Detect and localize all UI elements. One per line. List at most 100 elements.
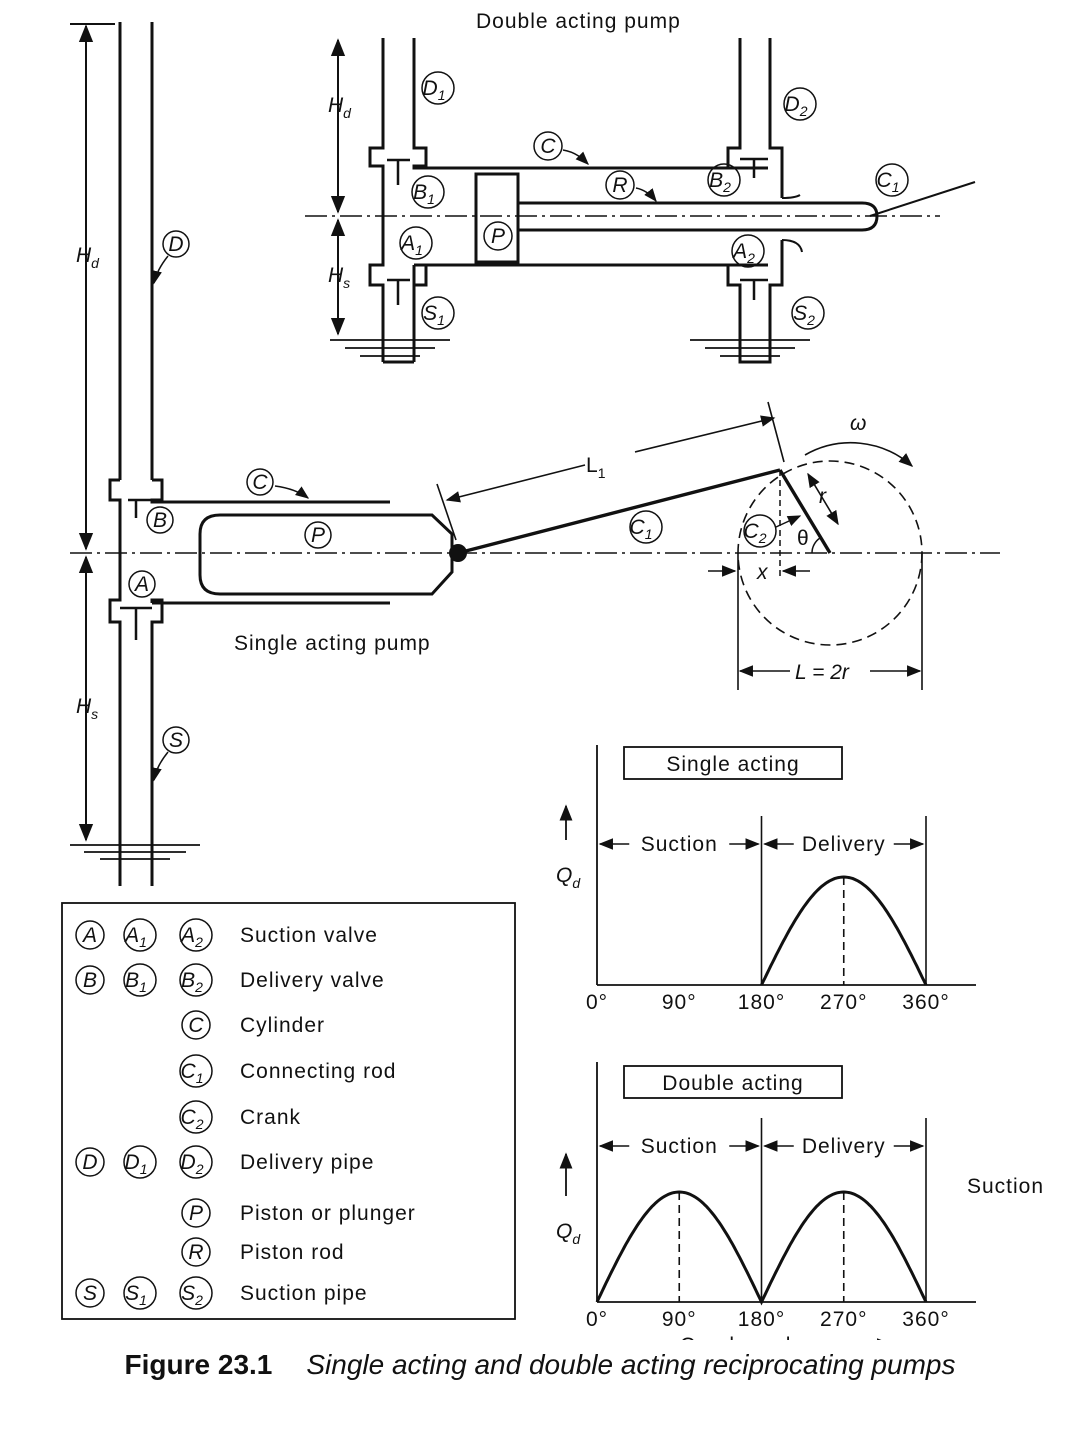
svg-text:C1: C1 xyxy=(181,1060,204,1086)
legend-symbol: A1 xyxy=(123,918,157,952)
svg-text:C2: C2 xyxy=(744,520,767,546)
double-pump-body xyxy=(368,38,879,364)
single-pump-title: Single acting pump xyxy=(234,632,431,655)
single-c1-label: C1 xyxy=(629,510,663,544)
chart-side-label: Suction xyxy=(967,1175,1044,1198)
svg-text:B2: B2 xyxy=(181,969,203,995)
single-a-label: A xyxy=(128,570,156,598)
legend-text: Suction pipe xyxy=(240,1282,368,1305)
legend-symbol: B1 xyxy=(123,963,157,997)
svg-text:D: D xyxy=(168,233,183,256)
single-x-label: x xyxy=(756,561,769,584)
double-sump-water xyxy=(330,339,810,357)
double-c-arrow xyxy=(562,149,589,165)
svg-text:B1: B1 xyxy=(413,181,435,207)
double-hd-label: Hd xyxy=(328,94,352,121)
single-head-dimensions xyxy=(70,23,115,842)
legend-text: Piston rod xyxy=(240,1241,345,1264)
double-r-label: R xyxy=(605,170,635,200)
svg-text:C: C xyxy=(540,135,556,158)
single-omega-label: ω xyxy=(850,412,866,435)
chart-tick-label: 360° xyxy=(902,1308,949,1331)
legend-symbol: S2 xyxy=(179,1276,213,1310)
single-x-dimension xyxy=(708,472,923,690)
chart-tick-label: 270° xyxy=(820,1308,867,1331)
single-crank-mechanism xyxy=(449,441,923,646)
single-pump-pipe xyxy=(108,22,390,886)
svg-text:S2: S2 xyxy=(181,1282,203,1308)
chart-title-box xyxy=(623,1065,843,1099)
svg-text:A2: A2 xyxy=(731,240,755,266)
legend-row: C Cylinder xyxy=(181,1010,325,1040)
svg-text:D1: D1 xyxy=(125,1151,148,1177)
chart-tick-label: 90° xyxy=(662,1308,697,1331)
svg-text:C1: C1 xyxy=(630,516,653,542)
legend-symbol: S1 xyxy=(123,1276,157,1310)
svg-text:C: C xyxy=(188,1014,204,1037)
legend-symbol: D2 xyxy=(179,1145,213,1179)
legend-symbol: C xyxy=(181,1010,211,1040)
single-d-label: D xyxy=(151,230,190,285)
chart-tick-label: 0° xyxy=(586,991,608,1014)
svg-text:A: A xyxy=(81,924,97,947)
chart-phase-label: Delivery xyxy=(802,1135,886,1158)
chart-phase-label: Suction xyxy=(641,833,718,856)
chart-flow-curve xyxy=(595,1190,928,1306)
legend-symbol: A2 xyxy=(179,918,213,952)
single-b-label: B xyxy=(146,506,174,534)
chart-y-label: Qd xyxy=(556,1220,581,1247)
svg-text:D2: D2 xyxy=(181,1151,204,1177)
svg-text:R: R xyxy=(188,1241,203,1264)
single-theta-label: θ xyxy=(797,527,809,550)
chart-tick-label: 180° xyxy=(738,991,785,1014)
double-d1-label: D1 xyxy=(421,71,455,105)
single-c2-label: C2 xyxy=(743,514,802,548)
chart-phase-label: Suction xyxy=(641,1135,718,1158)
svg-text:P: P xyxy=(491,225,505,248)
figure-number: Figure 23.1 xyxy=(124,1349,273,1380)
single-s-label: S xyxy=(151,726,190,782)
svg-text:B1: B1 xyxy=(125,969,147,995)
chart-tick-label: 90° xyxy=(662,991,697,1014)
svg-text:B: B xyxy=(83,969,97,992)
svg-text:A1: A1 xyxy=(399,232,423,258)
svg-text:S1: S1 xyxy=(125,1282,147,1308)
svg-text:C2: C2 xyxy=(181,1106,204,1132)
chart-title: Single acting xyxy=(666,753,799,776)
single-stroke-label: L = 2r xyxy=(795,661,850,684)
double-s1-label: S1 xyxy=(421,296,455,330)
svg-text:B: B xyxy=(153,509,167,532)
legend-symbol: P xyxy=(181,1198,211,1228)
double-crank-link xyxy=(869,181,976,217)
chart-title-box xyxy=(623,746,843,780)
svg-text:S2: S2 xyxy=(793,302,815,328)
chart-tick-label: 270° xyxy=(820,991,867,1014)
single-hs-label: Hs xyxy=(76,695,98,722)
legend-symbol: D1 xyxy=(123,1145,157,1179)
legend-symbol: S xyxy=(75,1278,105,1308)
chart-title: Double acting xyxy=(662,1072,803,1095)
chart-tick-label: 180° xyxy=(738,1308,785,1331)
svg-text:A: A xyxy=(133,573,149,596)
chart-tick-label: 360° xyxy=(902,991,949,1014)
svg-text:D1: D1 xyxy=(423,77,446,103)
legend-symbol: C1 xyxy=(179,1054,213,1088)
svg-text:S1: S1 xyxy=(423,302,445,328)
legend-text: Cylinder xyxy=(240,1014,325,1037)
legend-symbol: B2 xyxy=(179,963,213,997)
svg-text:A1: A1 xyxy=(123,924,147,950)
svg-text:D: D xyxy=(82,1151,97,1174)
double-r-arrow xyxy=(635,187,657,203)
svg-text:P: P xyxy=(311,524,325,547)
svg-text:P: P xyxy=(189,1202,203,1225)
single-p-label: P xyxy=(304,521,332,549)
figure-title: Single acting and double acting reciproc… xyxy=(306,1349,956,1380)
